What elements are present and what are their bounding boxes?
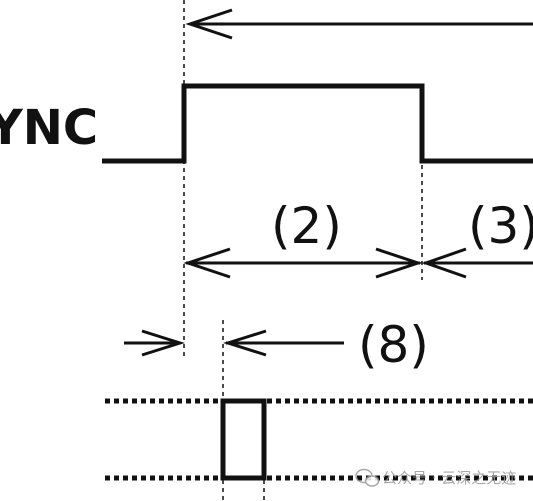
interval-8-right-arrow-head	[223, 329, 267, 357]
interval-8-left-arrow-head	[141, 329, 185, 357]
watermark-text: 公众号 · 云深之无迹	[382, 469, 516, 487]
signal-label: YNC	[0, 100, 98, 156]
sync-waveform	[102, 83, 533, 164]
data-pulse-rect	[220, 398, 267, 481]
interval-2-label: (2)	[271, 197, 342, 255]
top-arrow-head	[185, 8, 233, 40]
interval-3-label: (3)	[468, 197, 533, 255]
interval-8-label: (8)	[358, 316, 429, 374]
watermark: 公众号 · 云深之无迹	[355, 468, 516, 487]
interval-3-arrow-left-head	[421, 247, 467, 279]
interval-2-arrow-left-head	[183, 247, 231, 279]
wechat-logo-icon	[355, 468, 380, 487]
interval-2-arrow-right-head	[375, 247, 423, 279]
